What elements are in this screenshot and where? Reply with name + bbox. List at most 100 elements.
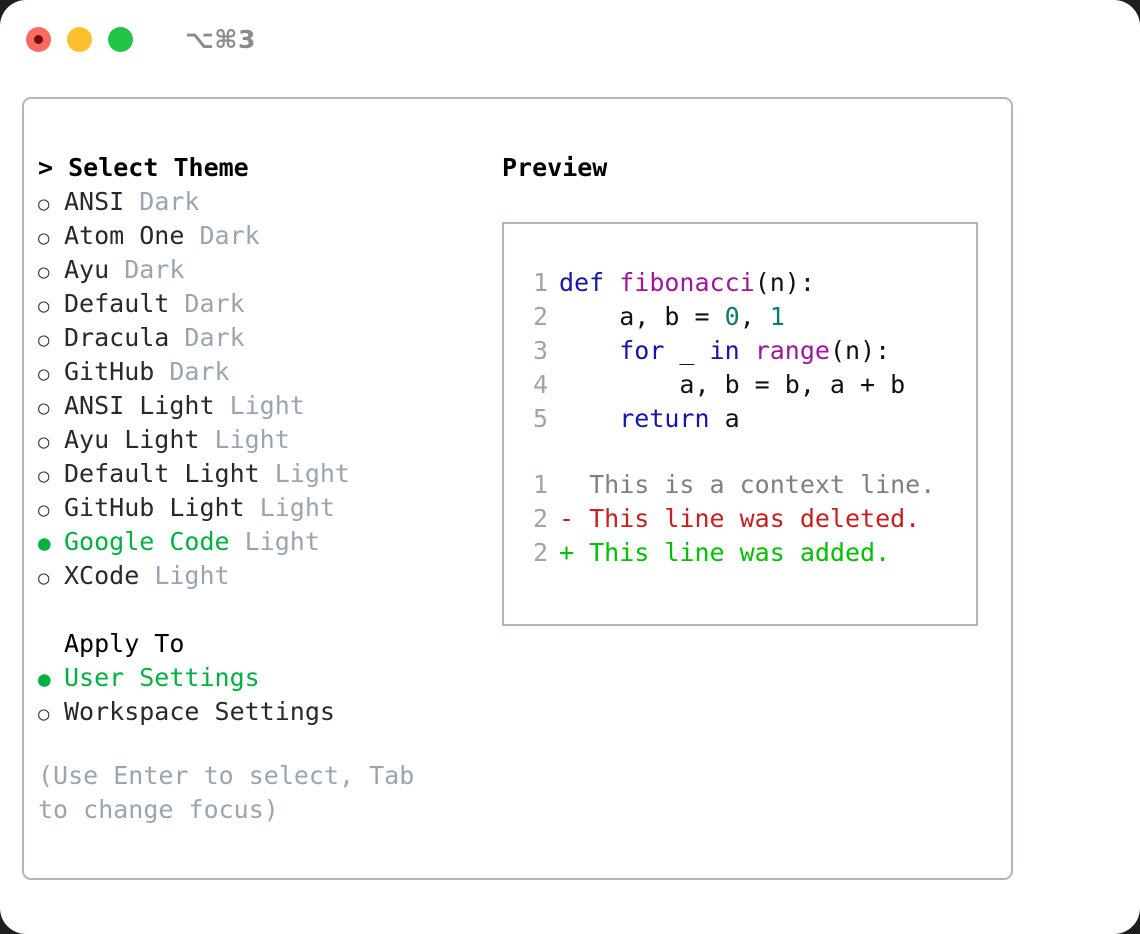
- option-label: Default: [64, 289, 170, 318]
- option-suffix: Light: [214, 391, 305, 420]
- theme-option-3[interactable]: ○ Default Dark: [38, 287, 488, 321]
- line-number: 2: [532, 538, 548, 567]
- code-token: a: [709, 404, 740, 433]
- diff-text: This line was added.: [589, 538, 891, 567]
- maximize-button[interactable]: [108, 26, 133, 52]
- code-token: a, b =: [559, 302, 725, 331]
- theme-option-5[interactable]: ○ GitHub Dark: [38, 355, 488, 389]
- diff-marker: +: [559, 538, 590, 567]
- select-theme-heading: > Select Theme: [38, 153, 249, 182]
- option-suffix: Dark: [109, 255, 185, 284]
- line-number: 3: [532, 336, 548, 365]
- option-suffix: Light: [139, 561, 230, 590]
- code-token: (n):: [829, 336, 891, 365]
- option-suffix: Dark: [169, 323, 245, 352]
- theme-option-0[interactable]: ○ANSI Dark: [38, 185, 488, 219]
- theme-selection-column: > Select Theme ○ANSI Dark○Atom One Dark○…: [38, 151, 488, 827]
- code-token: fibonacci: [619, 268, 755, 297]
- code-line: 4 a, b = b, a + b: [518, 368, 976, 402]
- radio-unselected-icon: ○: [38, 227, 50, 249]
- code-token: range: [754, 336, 830, 365]
- main-panel: > Select Theme ○ANSI Dark○Atom One Dark○…: [22, 97, 1013, 880]
- preview-heading: Preview: [502, 153, 608, 182]
- option-label: Default Light: [64, 459, 260, 488]
- option-suffix: Dark: [169, 289, 245, 318]
- diff-marker: [559, 468, 589, 502]
- minimize-button[interactable]: [67, 26, 92, 52]
- radio-unselected-icon: ○: [38, 295, 50, 317]
- option-label: ANSI: [64, 187, 125, 216]
- code-token: return: [619, 404, 710, 433]
- keyboard-shortcut-label: ⌥⌘3: [185, 24, 256, 54]
- panel-content: > Select Theme ○ANSI Dark○Atom One Dark○…: [24, 99, 1011, 878]
- option-suffix: Dark: [184, 221, 260, 250]
- radio-unselected-icon: ○: [38, 703, 50, 725]
- option-label: Workspace Settings: [64, 697, 335, 726]
- option-label: XCode: [64, 561, 140, 590]
- diff-line: 2- This line was deleted.: [518, 502, 976, 536]
- option-suffix: Light: [199, 425, 290, 454]
- code-token: ,: [739, 302, 770, 331]
- diff-line: 1 This is a context line.: [518, 468, 976, 502]
- theme-option-11[interactable]: ○ XCode Light: [38, 559, 488, 593]
- line-number: 5: [532, 404, 548, 433]
- close-button[interactable]: [26, 26, 51, 52]
- option-label: Dracula: [64, 323, 170, 352]
- line-number: 2: [532, 504, 548, 533]
- theme-option-6[interactable]: ○ ANSI Light Light: [38, 389, 488, 423]
- diff-text: This is a context line.: [589, 470, 936, 499]
- line-number: 4: [532, 370, 548, 399]
- list-spacer: [38, 593, 488, 627]
- code-token: [559, 402, 619, 436]
- line-number: 1: [532, 470, 548, 499]
- radio-selected-icon: ●: [38, 531, 51, 555]
- code-token: (n):: [754, 268, 815, 297]
- theme-option-4[interactable]: ○ Dracula Dark: [38, 321, 488, 355]
- diff-sample: 1 This is a context line.2- This line wa…: [518, 468, 976, 570]
- theme-option-1[interactable]: ○Atom One Dark: [38, 219, 488, 253]
- code-token: [559, 334, 619, 368]
- radio-unselected-icon: ○: [38, 567, 50, 589]
- theme-option-9[interactable]: ○GitHub Light Light: [38, 491, 488, 525]
- option-suffix: Light: [259, 459, 350, 488]
- line-number: 2: [532, 302, 548, 331]
- radio-unselected-icon: ○: [38, 397, 50, 419]
- line-number: 1: [532, 268, 548, 297]
- code-line: 5 return a: [518, 402, 976, 436]
- option-label: Google Code: [64, 527, 230, 556]
- option-suffix: Dark: [154, 357, 230, 386]
- radio-unselected-icon: ○: [38, 329, 50, 351]
- radio-unselected-icon: ○: [38, 431, 50, 453]
- title-bar: ⌥⌘3: [0, 0, 1140, 78]
- radio-unselected-icon: ○: [38, 499, 50, 521]
- radio-selected-icon: ●: [38, 667, 51, 691]
- apply-to-list: ●User Settings ○ Workspace Settings: [38, 661, 488, 729]
- code-token: for: [619, 336, 665, 365]
- radio-unselected-icon: ○: [38, 363, 50, 385]
- theme-list: ○ANSI Dark○Atom One Dark○Ayu Dark○Defaul…: [38, 185, 488, 593]
- code-token: 0: [724, 302, 740, 331]
- theme-option-7[interactable]: ○Ayu Light Light: [38, 423, 488, 457]
- theme-option-2[interactable]: ○Ayu Dark: [38, 253, 488, 287]
- option-suffix: Light: [244, 493, 335, 522]
- code-token: 1: [769, 302, 785, 331]
- apply-to-heading: Apply To: [64, 629, 185, 658]
- option-label: ANSI Light: [64, 391, 215, 420]
- apply-option-0[interactable]: ●User Settings: [38, 661, 488, 695]
- theme-option-8[interactable]: ○ Default Light Light: [38, 457, 488, 491]
- radio-unselected-icon: ○: [38, 465, 50, 487]
- keyboard-hint-text: (Use Enter to select, Tab to change focu…: [38, 761, 415, 824]
- apply-option-1[interactable]: ○ Workspace Settings: [38, 695, 488, 729]
- code-line: 2 a, b = 0, 1: [518, 300, 976, 334]
- theme-option-10[interactable]: ● Google Code Light: [38, 525, 488, 559]
- code-token: _: [664, 336, 710, 365]
- code-token: a, b = b, a + b: [559, 370, 906, 399]
- option-label: GitHub: [64, 357, 155, 386]
- option-suffix: Light: [229, 527, 320, 556]
- diff-text: This line was deleted.: [589, 504, 921, 533]
